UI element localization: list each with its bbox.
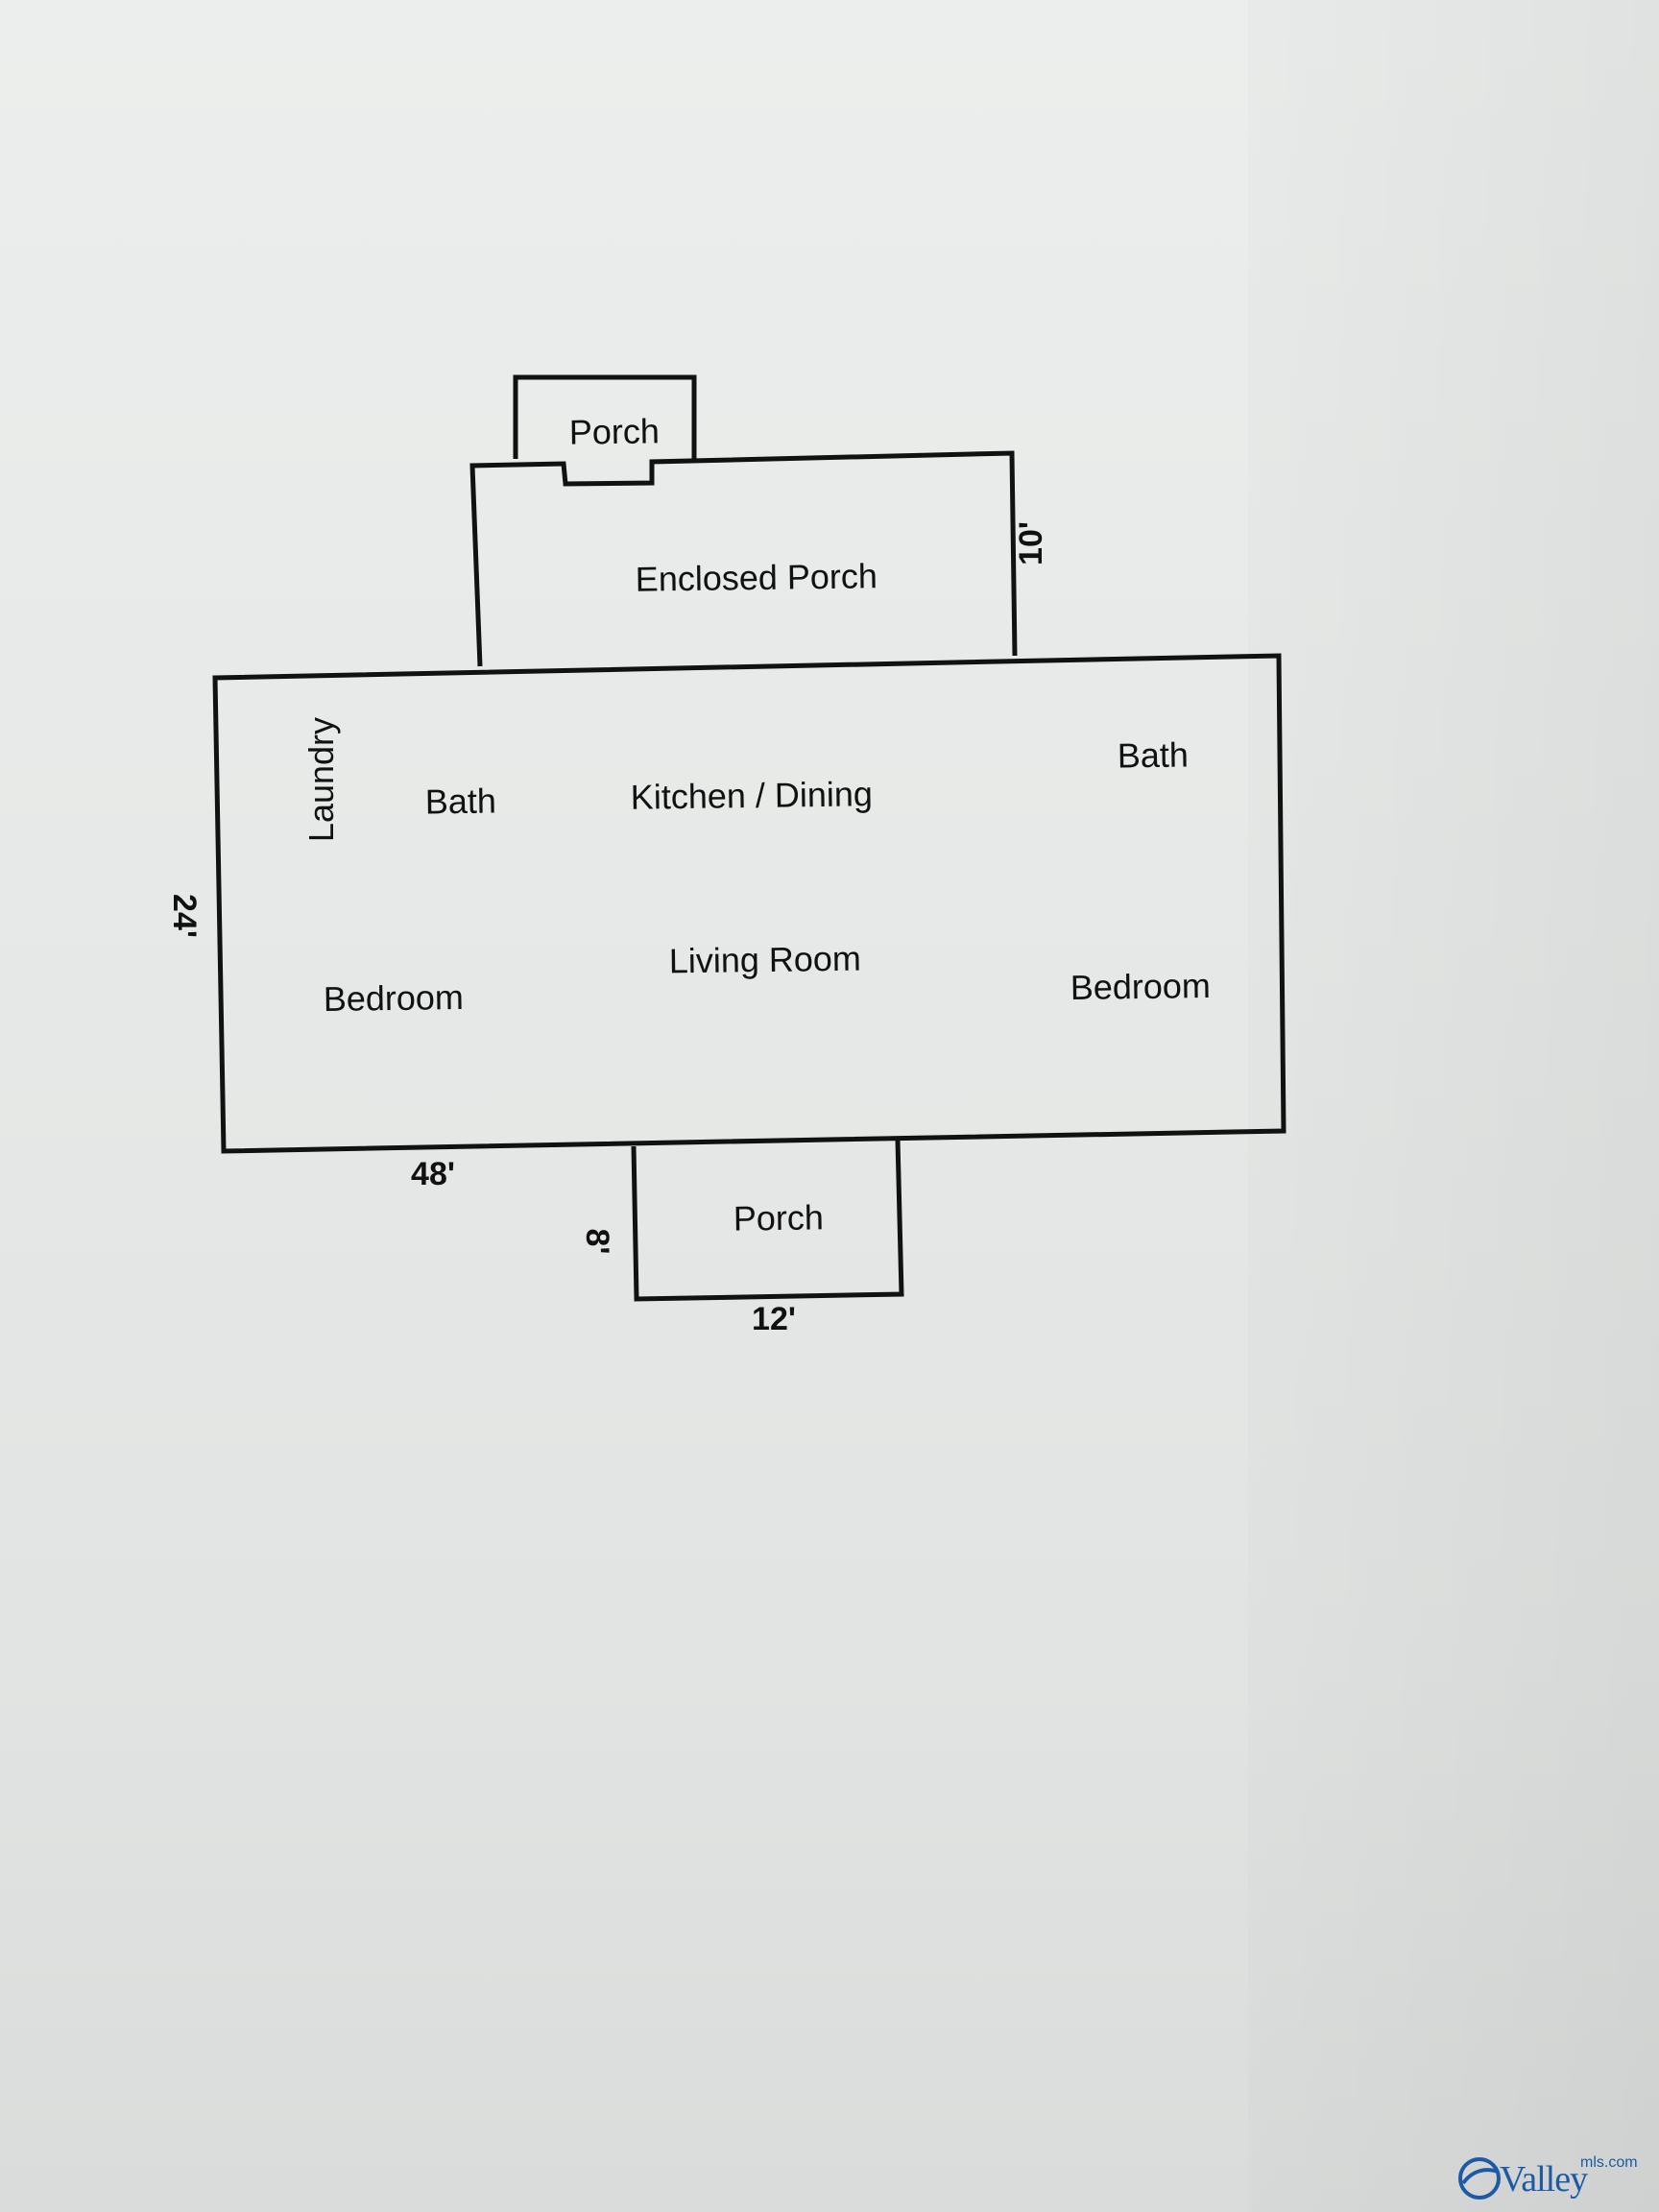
dimension-house-depth: 24' xyxy=(166,894,203,938)
room-label-laundry: Laundry xyxy=(301,717,341,842)
room-label-bedroom-right: Bedroom xyxy=(1070,966,1212,1007)
dimension-house-width: 48' xyxy=(411,1156,455,1192)
main-house-outline xyxy=(212,653,1286,1154)
paper-shadow xyxy=(1248,0,1659,2212)
room-label-porch-bottom: Porch xyxy=(733,1197,825,1238)
watermark-suffix: mls.com xyxy=(1580,2154,1638,2171)
dimension-porch-width: 12' xyxy=(752,1301,796,1337)
dimension-enclosed-porch-depth: 10' xyxy=(1013,521,1049,565)
enclosed-porch-outline xyxy=(469,450,1018,667)
valleymls-watermark: Valley mls.com xyxy=(1457,2154,1649,2202)
watermark-name: Valley xyxy=(1500,2159,1588,2200)
room-label-enclosed-porch: Enclosed Porch xyxy=(635,556,878,599)
room-label-living-room: Living Room xyxy=(669,939,862,981)
valley-swoosh-icon xyxy=(1458,2157,1501,2200)
room-label-porch-top: Porch xyxy=(569,411,661,451)
room-label-kitchen-dining: Kitchen / Dining xyxy=(630,774,873,817)
room-label-bath-right: Bath xyxy=(1118,734,1190,775)
room-label-bedroom-left: Bedroom xyxy=(324,977,465,1019)
room-label-bath-left: Bath xyxy=(425,781,497,821)
porch-bottom-outline xyxy=(631,1139,904,1302)
dimension-porch-depth: 8' xyxy=(579,1229,615,1255)
porch-top-outline xyxy=(513,374,697,459)
